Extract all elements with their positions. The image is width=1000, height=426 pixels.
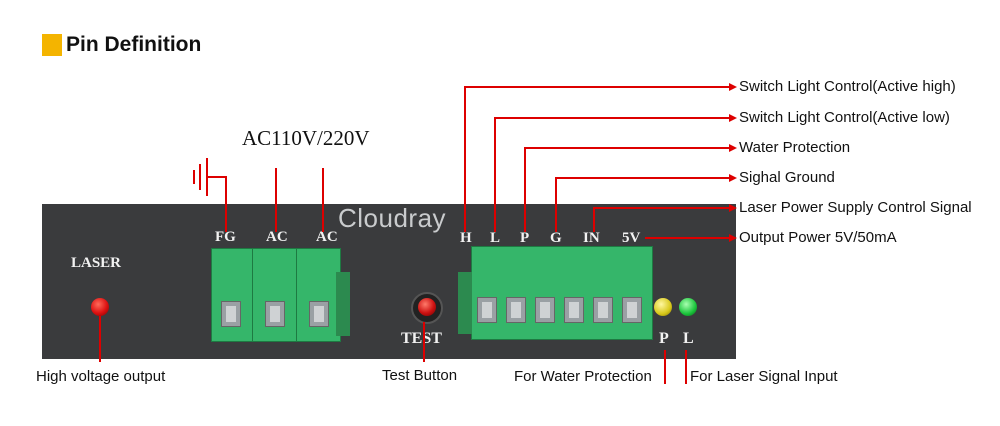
terminal-screw: [535, 297, 555, 323]
laser-signal-led: [679, 298, 697, 316]
callout-p: Water Protection: [739, 139, 851, 156]
pin-label-5v: 5V: [622, 230, 641, 246]
label-high-voltage-output: High voltage output: [36, 368, 166, 385]
callout-l: Switch Light Control(Active low): [739, 109, 950, 126]
callout-g: Sighal Ground: [739, 169, 835, 186]
pin-label-in: IN: [583, 230, 600, 246]
label-laser-signal-input: For Laser Signal Input: [690, 368, 838, 385]
page-title: Pin Definition: [66, 33, 202, 56]
label-water-protection: For Water Protection: [514, 368, 652, 385]
pin-label-h: H: [460, 230, 472, 246]
terminal-screw: [477, 297, 497, 323]
pin-label-fg: FG: [215, 229, 236, 245]
terminal-screw: [309, 301, 329, 327]
power-terminal-block: [211, 248, 341, 342]
test-button[interactable]: [411, 292, 443, 324]
terminal-screw: [622, 297, 642, 323]
brand-logo: Cloudray: [338, 203, 447, 233]
title-accent-mark: [42, 34, 62, 56]
pin-label-g: G: [550, 230, 562, 246]
indicator-letter-l: L: [683, 330, 694, 347]
callout-h: Switch Light Control(Active high): [739, 78, 956, 95]
pin-label-l: L: [490, 230, 501, 246]
callout-in: Laser Power Supply Control Signal: [739, 199, 972, 216]
pin-label-p: P: [520, 230, 530, 246]
terminal-screw: [265, 301, 285, 327]
terminal-screw: [593, 297, 613, 323]
pin-label-ac1: AC: [266, 229, 288, 245]
section-title: Pin Definition: [42, 30, 201, 60]
test-label: TEST: [401, 330, 442, 347]
laser-label: LASER: [71, 255, 122, 271]
indicator-letter-p: P: [659, 330, 669, 347]
power-label: AC110V/220V: [242, 126, 370, 150]
water-protection-led: [654, 298, 672, 316]
terminal-screw: [564, 297, 584, 323]
terminal-screw: [506, 297, 526, 323]
label-test-button: Test Button: [382, 367, 458, 384]
pin-label-ac2: AC: [316, 229, 338, 245]
signal-terminal-block: [471, 246, 653, 340]
terminal-screw: [221, 301, 241, 327]
laser-indicator-led: [91, 298, 109, 316]
callout-5v: Output Power 5V/50mA: [739, 229, 897, 246]
